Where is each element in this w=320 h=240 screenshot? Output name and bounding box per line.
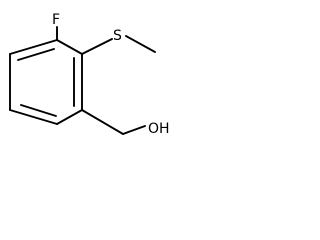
ring-bond-c1-c2	[56, 39, 83, 55]
atom-label-fluorine: F	[52, 12, 60, 28]
ring-bond-c3-c4	[56, 109, 83, 125]
atom-label-hydroxyl: OH	[148, 121, 170, 137]
bond-c3-ch2	[81, 109, 124, 135]
bond-sulfur-methyl	[125, 35, 156, 53]
double-bond-inner-left-top	[17, 48, 55, 61]
double-bond-inner-bottom	[20, 104, 57, 117]
ring-bond-c6-c1	[9, 39, 58, 55]
bond-c2-sulfur	[81, 38, 113, 55]
ring-bond-c4-c5	[9, 109, 58, 125]
atom-label-sulfur: S	[113, 28, 122, 44]
bond-ch2-oxygen	[122, 125, 146, 135]
chemical-structure-diagram: F S OH	[9, 12, 170, 137]
